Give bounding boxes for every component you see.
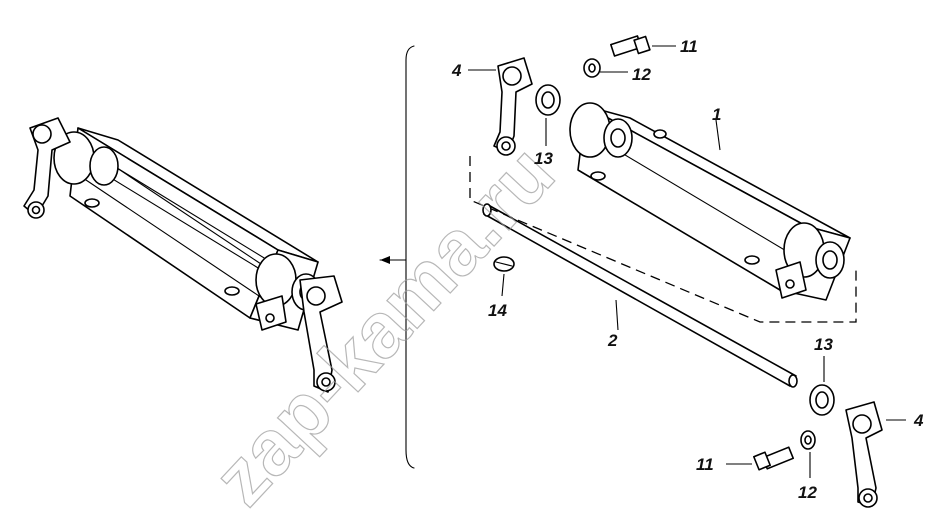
- part-11-bolt-top: [610, 35, 651, 57]
- label-part-12-top: 12: [632, 65, 651, 84]
- label-part-2: 2: [607, 331, 618, 350]
- part-13-washer-top: [535, 84, 561, 116]
- label-part-4-top: 4: [451, 61, 462, 80]
- part-13-washer-bottom: [809, 384, 835, 416]
- part-2-shaft: [482, 203, 798, 388]
- assembly-dashed-outline: [469, 156, 857, 323]
- part-11-bolt-bottom: [753, 446, 795, 471]
- part-1-bracket-body: [569, 102, 851, 301]
- part-14-key: [493, 256, 515, 272]
- label-part-4-bottom: 4: [913, 411, 924, 430]
- label-part-13-bottom: 13: [814, 335, 833, 354]
- label-part-11-bottom: 11: [696, 455, 714, 474]
- label-part-11-top: 11: [680, 37, 698, 56]
- part-4-lever-bottom: [845, 401, 883, 508]
- group-bracket: [379, 45, 415, 469]
- assembled-shaft-unit: [23, 117, 343, 393]
- label-part-13-top: 13: [534, 149, 553, 168]
- label-part-14: 14: [488, 301, 507, 320]
- watermark-text: zap-kama.ru: [196, 129, 571, 522]
- part-12-washer-bottom: [800, 430, 816, 450]
- leader-lines: [468, 45, 906, 478]
- label-part-1: 1: [712, 105, 721, 124]
- part-4-lever-top: [493, 57, 533, 156]
- label-part-12-bottom: 12: [798, 483, 817, 502]
- part-12-washer-top: [583, 58, 601, 78]
